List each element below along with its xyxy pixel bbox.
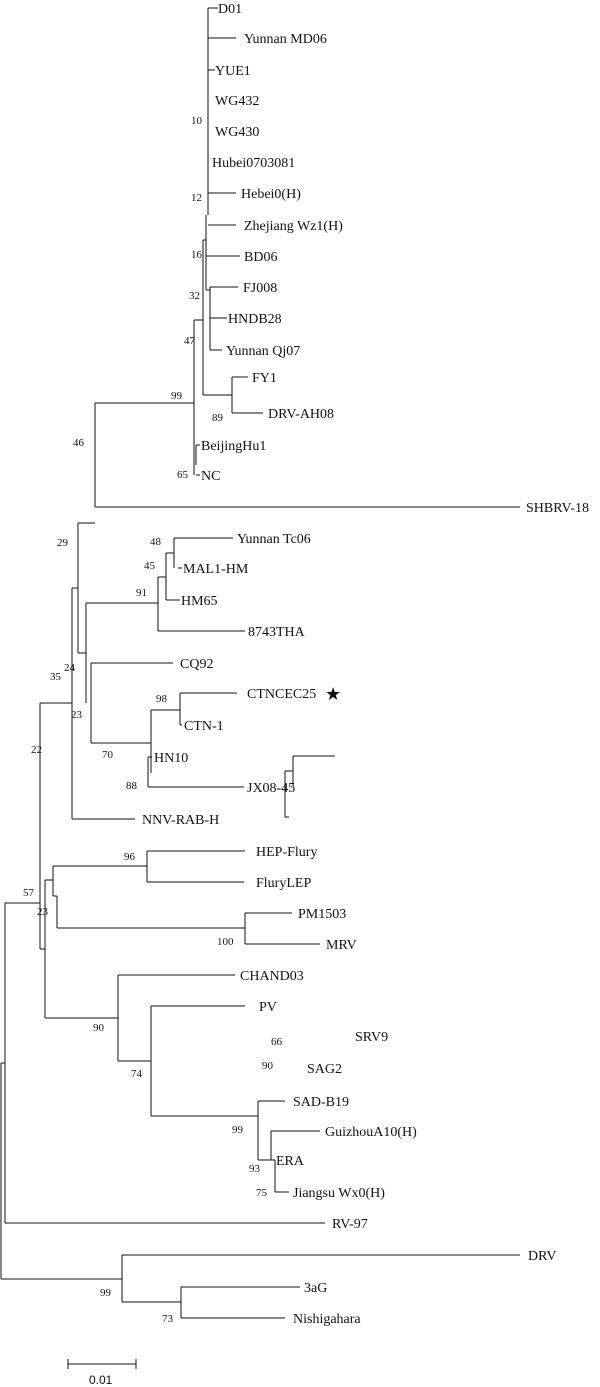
tree-branches [0, 7, 520, 1319]
leaf-label-8743tha: 8743THA [248, 625, 306, 640]
bootstrap-value: 46 [73, 437, 85, 449]
bootstrap-value: 29 [57, 537, 69, 549]
star-icon: ★ [325, 684, 341, 705]
leaf-label-sad-b19: SAD-B19 [293, 1095, 349, 1110]
leaf-label-nnv-rab-h: NNV-RAB-H [142, 813, 219, 828]
bootstrap-value: 99 [100, 1287, 112, 1299]
bootstrap-value: 32 [189, 290, 200, 302]
leaf-label-zhejiang-wz1h: Zhejiang Wz1(H) [244, 219, 343, 234]
leaf-label-cq92: CQ92 [180, 657, 213, 672]
leaf-label-rv-97: RV-97 [332, 1217, 368, 1232]
bootstrap-value: 73 [162, 1313, 174, 1325]
leaf-label-hubei0703081: Hubei0703081 [212, 156, 295, 171]
leaf-label-hn10: HN10 [154, 751, 188, 766]
leaf-label-flurylep: FluryLEP [256, 876, 311, 891]
bootstrap-value: 35 [50, 671, 62, 683]
bootstrap-value: 23 [71, 709, 83, 721]
bootstrap-value: 74 [131, 1068, 143, 1080]
leaf-label-wg430: WG430 [215, 125, 259, 140]
leaf-label-nishigahara: Nishigahara [293, 1312, 361, 1327]
leaf-label-ctn-1: CTN-1 [184, 719, 224, 734]
bootstrap-values: 10 12 16 32 47 99 89 65 46 48 45 91 29 2… [23, 115, 283, 1325]
bootstrap-value: 45 [144, 560, 156, 572]
leaf-label-yunnan-md06: Yunnan MD06 [244, 32, 327, 47]
bootstrap-value: 90 [93, 1022, 105, 1034]
leaf-label-chand03: CHAND03 [240, 969, 304, 984]
leaf-label-hep-flury: HEP-Flury [256, 845, 317, 860]
leaf-label-hm65: HM65 [181, 594, 218, 609]
bootstrap-value: 99 [232, 1124, 244, 1136]
leaf-label-jx08-45: JX08-45 [247, 781, 295, 796]
leaf-label-hebei0h: Hebei0(H) [241, 187, 301, 202]
leaf-label-fj008: FJ008 [243, 281, 277, 296]
bootstrap-value: 70 [102, 749, 114, 761]
bootstrap-value: 89 [212, 412, 224, 424]
leaf-label-era: ERA [276, 1154, 305, 1169]
leaf-label-nc: NC [201, 469, 220, 484]
leaf-label-sag2: SAG2 [307, 1062, 342, 1077]
leaf-labels: D01 Yunnan MD06 YUE1 WG432 WG430 Hubei07… [142, 2, 589, 1327]
bootstrap-value: 48 [150, 536, 162, 548]
scale-bar: 0.01 [67, 1359, 137, 1387]
leaf-label-shbrv-18: SHBRV-18 [526, 501, 589, 516]
bootstrap-value: 23 [37, 906, 49, 918]
scale-bar-label: 0.01 [89, 1373, 113, 1387]
bootstrap-value: 24 [64, 662, 76, 674]
bootstrap-value: 47 [184, 335, 196, 347]
leaf-label-yunnan-tc06: Yunnan Tc06 [237, 532, 311, 547]
bootstrap-value: 93 [249, 1163, 261, 1175]
bootstrap-value: 99 [171, 390, 183, 402]
leaf-label-bd06: BD06 [244, 250, 277, 265]
bootstrap-value: 65 [177, 469, 189, 481]
leaf-label-beijinghu1: BeijingHu1 [201, 439, 266, 454]
leaf-label-ctncec25: CTNCEC25 [247, 687, 316, 702]
leaf-label-hndb28: HNDB28 [228, 312, 282, 327]
bootstrap-value: 91 [136, 587, 147, 599]
bootstrap-value: 90 [262, 1060, 274, 1072]
bootstrap-value: 22 [31, 744, 42, 756]
leaf-label-pv: PV [259, 1000, 277, 1015]
bootstrap-value: 10 [191, 115, 203, 127]
leaf-label-fy1: FY1 [252, 371, 277, 386]
leaf-label-drv: DRV [528, 1249, 556, 1264]
leaf-label-pm1503: PM1503 [298, 907, 346, 922]
leaf-label-jiangsu-wx0h: Jiangsu Wx0(H) [293, 1186, 385, 1201]
bootstrap-value: 16 [191, 249, 203, 261]
leaf-label-wg432: WG432 [215, 94, 259, 109]
leaf-label-mal1-hm: MAL1-HM [183, 562, 249, 577]
leaf-label-mrv: MRV [326, 938, 357, 953]
leaf-label-d01: D01 [218, 2, 242, 17]
bootstrap-value: 96 [124, 851, 136, 863]
bootstrap-value: 75 [256, 1187, 268, 1199]
bootstrap-value: 57 [23, 887, 35, 899]
bootstrap-value: 12 [191, 192, 202, 204]
leaf-label-srv9: SRV9 [355, 1030, 388, 1045]
bootstrap-value: 100 [217, 936, 234, 948]
leaf-label-guizhoua10h: GuizhouA10(H) [325, 1125, 417, 1140]
leaf-label-yue1: YUE1 [215, 64, 251, 79]
leaf-label-yunnan-qj07: Yunnan Qj07 [226, 344, 300, 359]
leaf-label-drv-ah08: DRV-AH08 [268, 407, 334, 422]
leaf-label-3ag: 3aG [304, 1281, 327, 1296]
bootstrap-value: 88 [126, 780, 138, 792]
bootstrap-value: 66 [271, 1036, 283, 1048]
bootstrap-value: 98 [156, 693, 168, 705]
